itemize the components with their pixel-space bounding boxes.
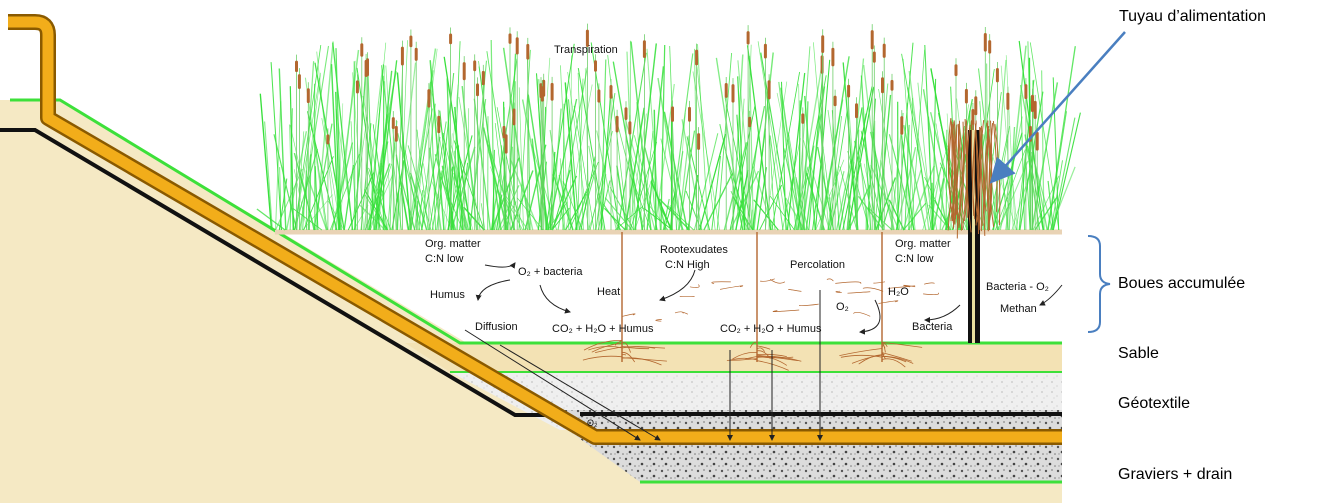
sand-layer	[405, 343, 1062, 372]
reed-vegetation	[256, 23, 1081, 231]
label-org-matter-left: Org. matter	[425, 238, 481, 250]
label-cn-high: C:N High	[665, 259, 710, 271]
label-co2-h2o-humus-left: CO₂ + H₂O + Humus	[552, 323, 654, 335]
label-cn-low-right: C:N low	[895, 253, 934, 265]
liner-green-line	[10, 98, 1062, 345]
label-o2-bacteria: O₂ + bacteria	[518, 266, 583, 278]
label-methan: Methan	[1000, 303, 1037, 315]
label-sand: Sable	[1118, 345, 1159, 362]
label-feed-pipe: Tuyau d’alimentation	[1119, 8, 1267, 25]
label-org-matter-right: Org. matter	[895, 238, 951, 250]
label-gravel: Graviers + drain	[1118, 466, 1233, 483]
feed-pipe	[8, 16, 1062, 443]
label-sludge: Boues accumulée	[1118, 275, 1246, 292]
black-liner	[0, 128, 545, 417]
label-h2o: H₂O	[888, 286, 909, 298]
label-transpiration: Transpiration	[554, 44, 618, 56]
root-system	[582, 232, 940, 371]
percolation-arrows	[464, 262, 1063, 441]
label-humus: Humus	[430, 289, 465, 301]
label-diffusion: Diffusion	[475, 321, 518, 333]
label-bacteria: Bacteria	[912, 321, 953, 333]
label-geotextile: Géotextile	[1118, 395, 1191, 412]
gravel-layer	[540, 410, 1062, 482]
feed-pipe-pointer-arrow	[989, 31, 1126, 184]
label-bacteria-o2: Bacteria - O₂	[986, 281, 1049, 293]
label-co2-h2o-humus-right: CO₂ + H₂O + Humus	[720, 323, 822, 335]
label-rootexudates: Rootexudates	[660, 244, 728, 256]
diagram-labels: Transpiration Org. matter C:N low O₂ + b…	[425, 44, 1049, 428]
label-percolation: Percolation	[790, 259, 845, 271]
label-o2-small: O₂	[587, 418, 598, 428]
sludge-bracket	[1087, 235, 1111, 333]
label-o2: O₂	[836, 301, 849, 313]
label-heat: Heat	[597, 286, 620, 298]
label-cn-low-left: C:N low	[425, 253, 464, 265]
